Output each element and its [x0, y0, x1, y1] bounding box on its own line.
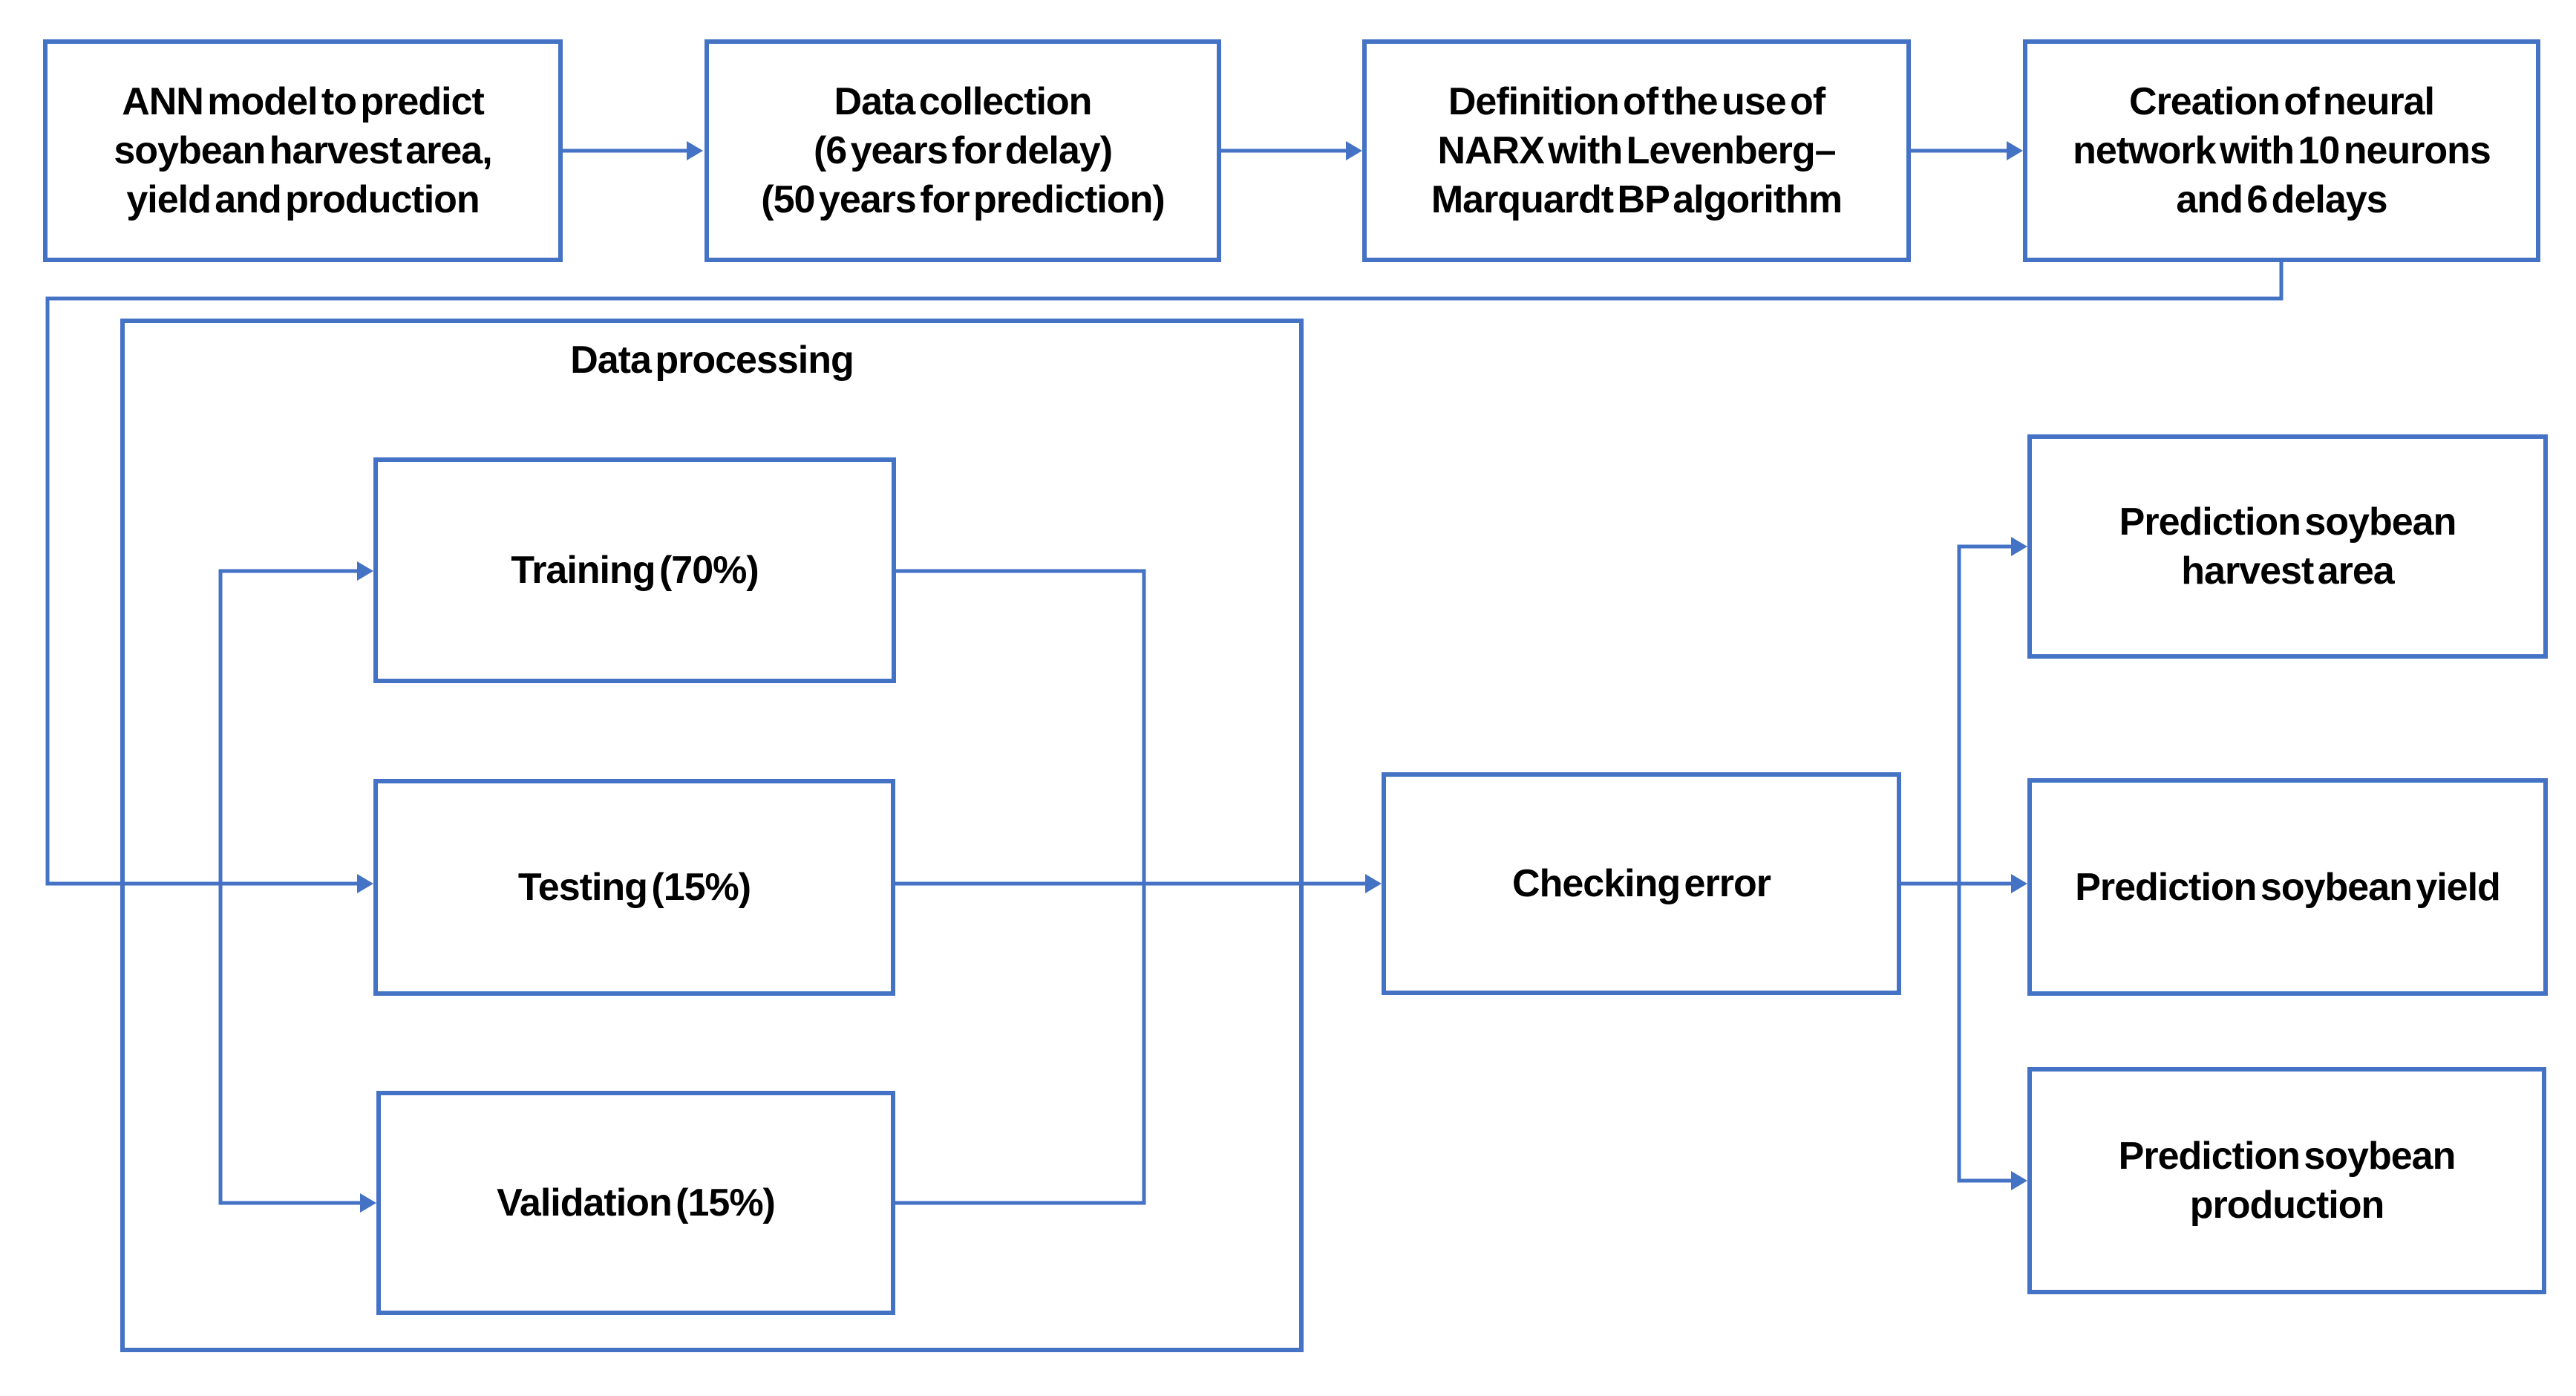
node-label: Definition of the use of NARX with Leven… — [1431, 77, 1843, 224]
label-line: (6 years for delay) — [813, 129, 1113, 172]
label-line: and 6 delays — [2176, 178, 2387, 221]
label-line: Prediction soybean — [2118, 1135, 2456, 1178]
label-line: soybean harvest area, — [114, 129, 492, 172]
arrowhead-icon — [1346, 141, 1362, 160]
label-line: harvest area — [2181, 549, 2394, 593]
node-label: Data collection (6 years for delay) (50 … — [761, 77, 1165, 224]
connector-line — [1957, 544, 2011, 884]
connector-testing-to-checking — [895, 874, 1382, 893]
label-line: NARX with Levenberg– — [1437, 129, 1836, 172]
node-prediction-harvest-area: Prediction soybean harvest area — [2027, 434, 2548, 659]
node-label: Prediction soybean harvest area — [2119, 498, 2457, 596]
label-line: Prediction soybean yield — [2075, 865, 2501, 909]
label-line: yield and production — [126, 178, 480, 221]
connector-line — [218, 569, 357, 884]
connector-checking-to-yield — [1901, 874, 2027, 893]
arrowhead-icon — [357, 561, 373, 581]
node-label: Testing (15%) — [518, 863, 751, 912]
connector-narx-to-network — [1911, 141, 2023, 160]
connector-line — [45, 262, 2284, 886]
node-label: Training (70%) — [511, 546, 759, 595]
arrowhead-icon — [2011, 874, 2027, 893]
node-prediction-production: Prediction soybean production — [2027, 1067, 2546, 1294]
label-line: Validation (15%) — [497, 1181, 776, 1224]
node-ann-model: ANN model to predict soybean harvest are… — [43, 39, 563, 262]
label-line: network with 10 neurons — [2073, 129, 2491, 172]
label-line: Training (70%) — [511, 549, 759, 592]
node-label: ANN model to predict soybean harvest are… — [114, 77, 492, 224]
node-label: Checking error — [1512, 859, 1771, 908]
label-line: Testing (15%) — [517, 866, 751, 909]
arrowhead-icon — [2011, 537, 2027, 556]
connector-training-merge — [896, 569, 1146, 884]
connector-split-to-validation — [218, 884, 376, 1213]
node-validation: Validation (15%) — [376, 1091, 895, 1315]
connector-line — [218, 884, 360, 1205]
arrowhead-icon — [687, 141, 703, 160]
connector-line — [896, 569, 1146, 884]
arrowhead-icon — [2011, 1171, 2027, 1190]
node-label: Prediction soybean production — [2119, 1132, 2456, 1230]
connector-validation-merge — [895, 884, 1146, 1205]
label-line: (50 years for prediction) — [761, 178, 1165, 221]
connector-collection-to-narx — [1221, 141, 1362, 160]
node-data-collection: Data collection (6 years for delay) (50 … — [705, 39, 1221, 262]
node-narx-definition: Definition of the use of NARX with Leven… — [1362, 39, 1911, 262]
connector-line — [1957, 884, 2011, 1183]
node-checking-error: Checking error — [1382, 772, 1901, 995]
node-testing: Testing (15%) — [373, 779, 895, 996]
label-line: Prediction soybean — [2119, 500, 2457, 544]
label-line: production — [2189, 1184, 2385, 1227]
arrowhead-icon — [360, 1193, 376, 1213]
arrowhead-icon — [1365, 874, 1382, 893]
connector-checking-to-harvest — [1957, 537, 2027, 884]
label-line: Data collection — [834, 80, 1093, 123]
node-network-creation: Creation of neural network with 10 neuro… — [2023, 39, 2540, 262]
data-processing-label: Data processing — [570, 339, 854, 382]
connector-ann-to-collection — [563, 141, 703, 160]
node-label: Creation of neural network with 10 neuro… — [2073, 77, 2491, 224]
node-prediction-yield: Prediction soybean yield — [2027, 778, 2548, 996]
node-training: Training (70%) — [373, 457, 896, 683]
node-label: Validation (15%) — [497, 1178, 776, 1227]
label-line: Creation of neural — [2129, 80, 2435, 123]
label-line: Marquardt BP algorithm — [1431, 178, 1843, 221]
connector-split-to-training — [218, 561, 373, 884]
label-line: ANN model to predict — [122, 80, 485, 123]
node-label: Prediction soybean yield — [2075, 863, 2501, 912]
arrowhead-icon — [2007, 141, 2023, 160]
label-line: Definition of the use of — [1448, 80, 1825, 123]
connector-line — [895, 884, 1146, 1205]
connector-checking-to-production — [1957, 884, 2027, 1190]
label-line: Checking error — [1512, 862, 1771, 905]
connector-network-feedback-to-testing — [45, 262, 2284, 893]
arrowhead-icon — [357, 874, 373, 893]
